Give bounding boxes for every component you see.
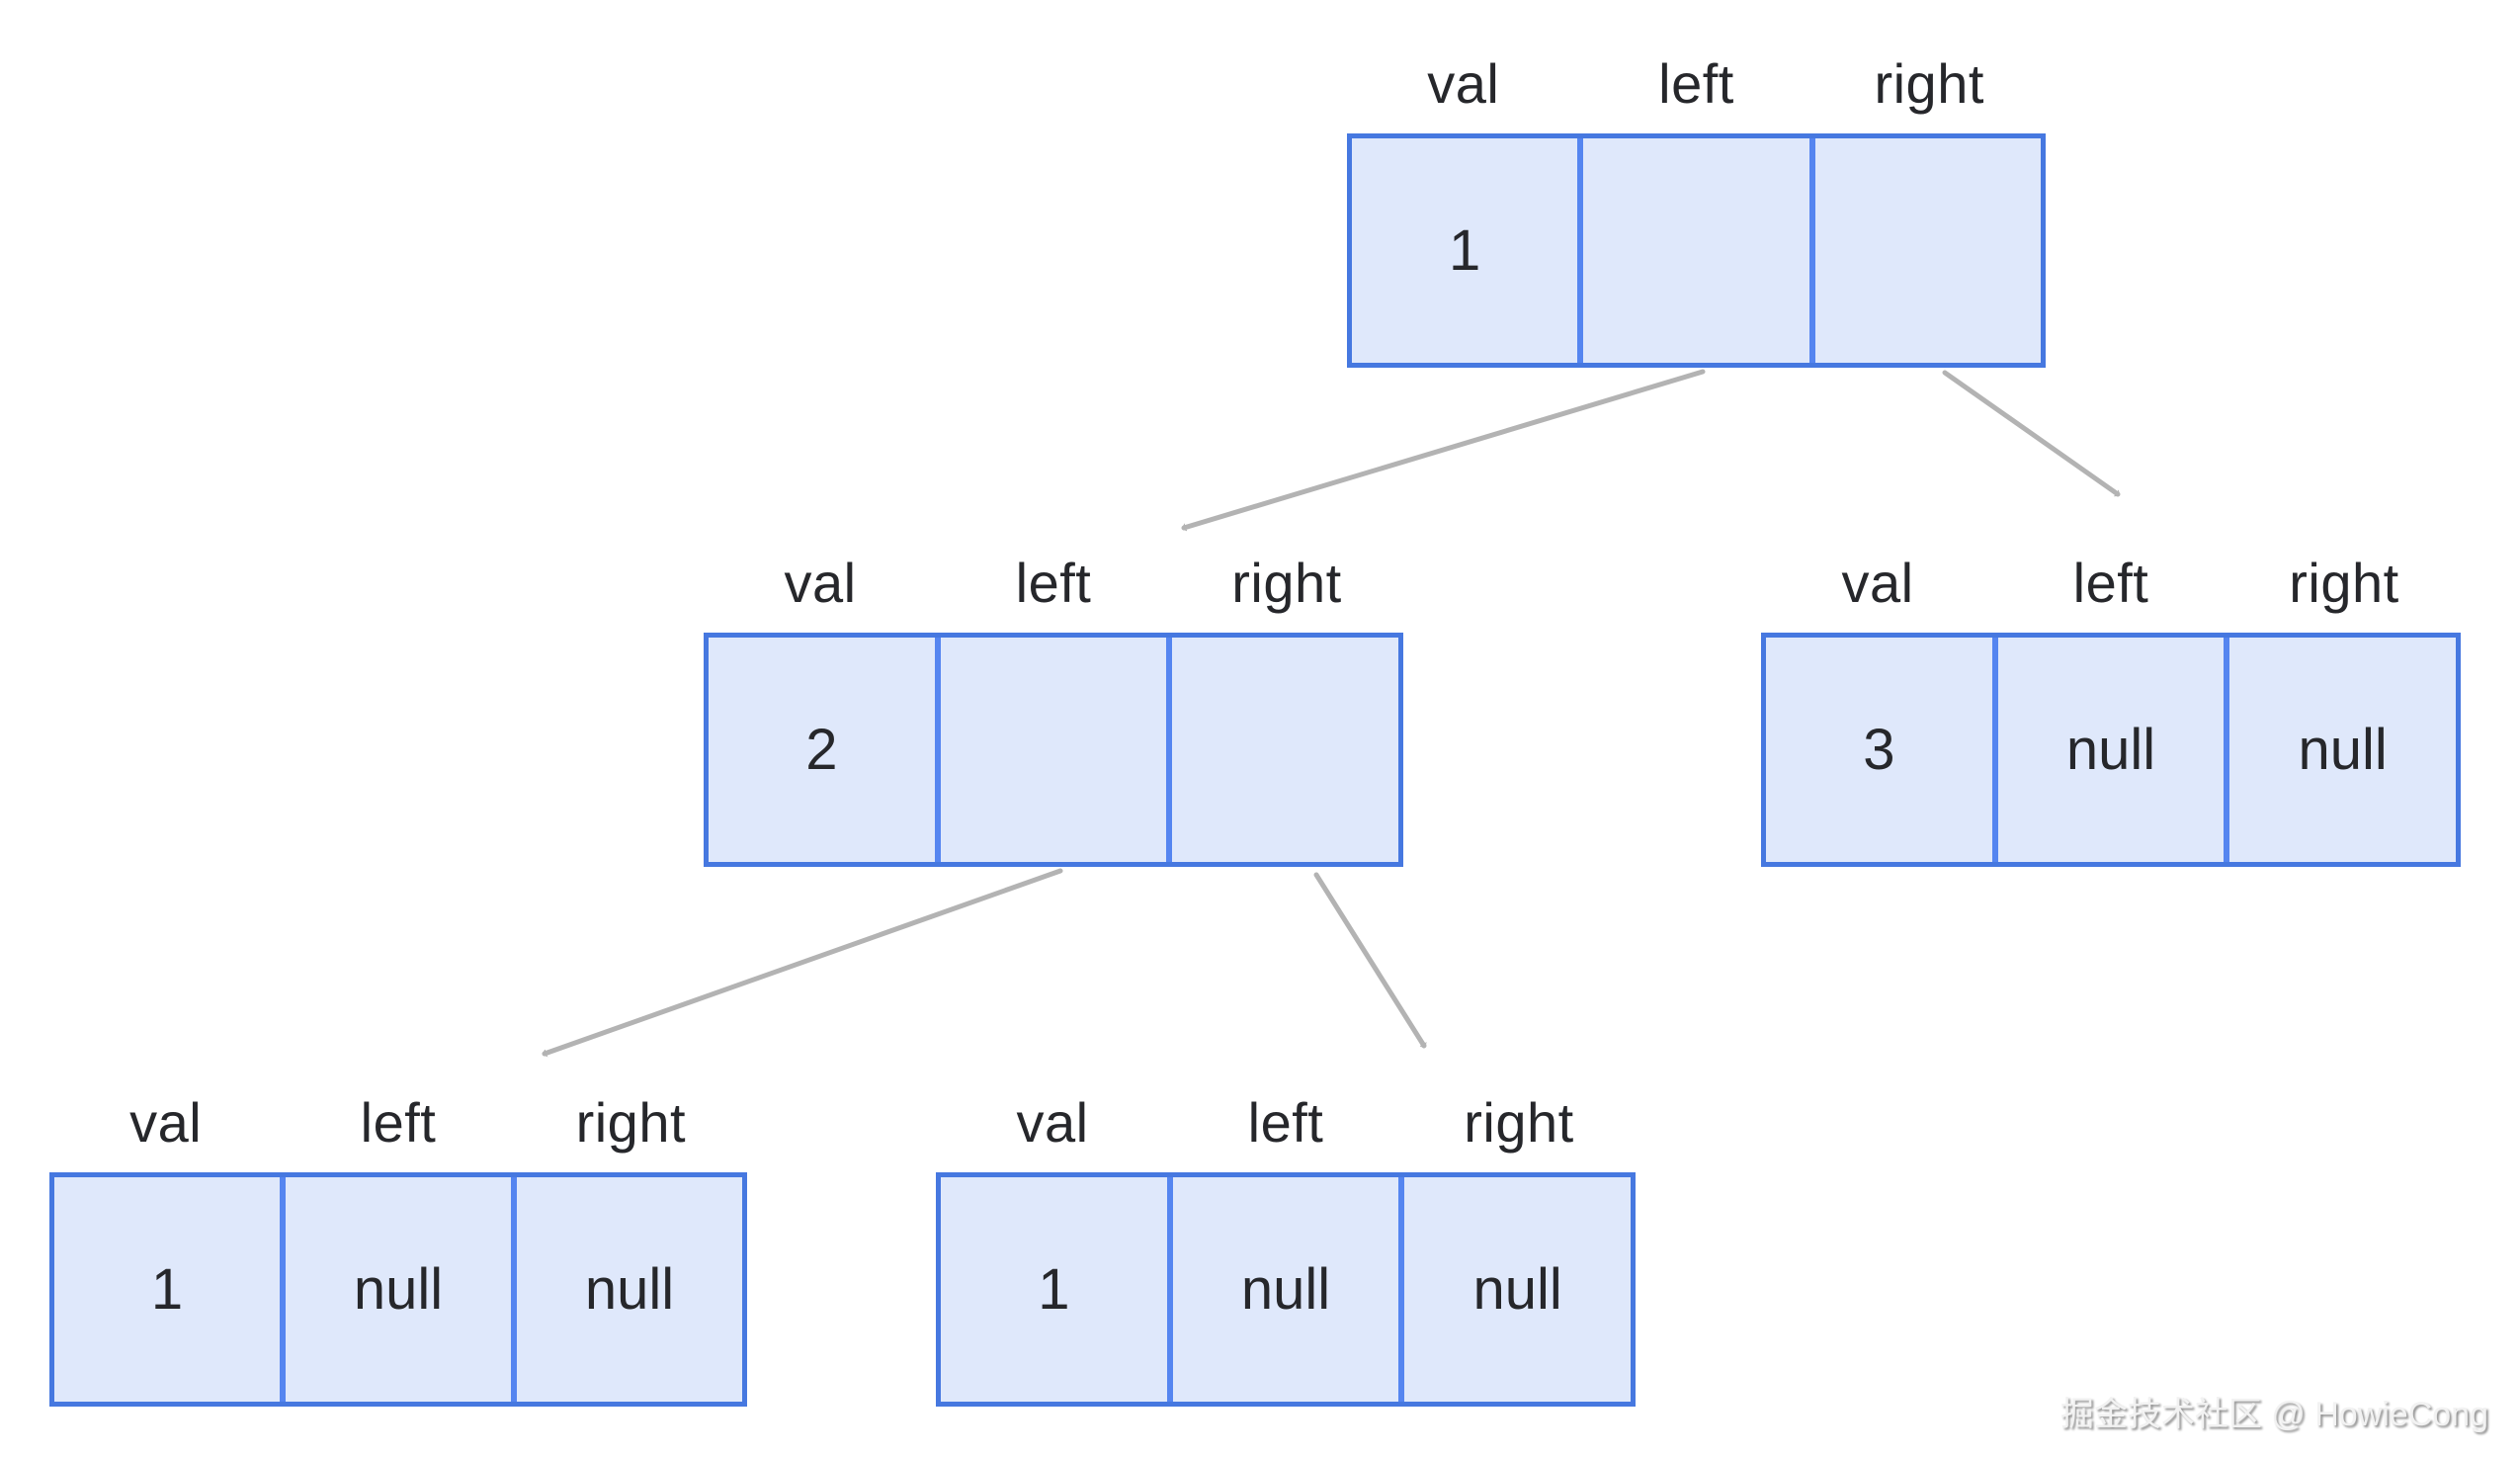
right-cell: null [511, 1177, 742, 1402]
header-val: val [784, 552, 857, 614]
header-left: left [2072, 552, 2149, 614]
right-cell: null [1398, 1177, 1631, 1402]
node-headers: val left right [1761, 556, 2461, 611]
right-cell [1166, 638, 1398, 862]
header-left: left [1658, 52, 1734, 115]
left-cell: null [1166, 1177, 1399, 1402]
node-box: 3 null null [1761, 633, 2461, 867]
tree-node-left-left-leaf: val left right 1 null null [49, 1095, 747, 1407]
right-cell: null [2224, 638, 2456, 862]
left-cell: null [1991, 638, 2225, 862]
node-headers: val left right [49, 1095, 747, 1151]
val-cell: 3 [1863, 718, 1895, 782]
node-headers: val left right [1347, 56, 2046, 112]
header-right: right [1464, 1091, 1574, 1154]
val-cell: 1 [1449, 218, 1481, 283]
left-cell [1577, 138, 1808, 363]
header-right: right [1874, 52, 1984, 115]
tree-node-root: val left right 1 [1347, 56, 2046, 368]
node-box: 1 [1347, 133, 2046, 368]
node-box: 2 [704, 633, 1403, 867]
val-cell: 1 [150, 1257, 184, 1322]
watermark: 掘金技术社区 @ HowieCong [2059, 1396, 2488, 1433]
edge-left-child-to-left-left-leaf [542, 868, 1063, 1054]
header-right: right [2289, 552, 2399, 614]
header-right: right [575, 1091, 687, 1154]
header-left: left [1015, 552, 1092, 614]
tree-node-right-child: val left right 3 null null [1761, 556, 2461, 867]
tree-node-left-child: val left right 2 [704, 556, 1403, 867]
node-headers: val left right [704, 556, 1403, 611]
right-cell [1808, 138, 2041, 363]
node-headers: val left right [936, 1095, 1636, 1151]
header-val: val [1016, 1091, 1089, 1154]
edge-left-child-to-left-right-leaf [1313, 872, 1424, 1049]
left-cell: null [280, 1177, 511, 1402]
header-val: val [129, 1091, 203, 1154]
edge-root-to-left-child [1181, 369, 1706, 528]
header-left: left [360, 1091, 437, 1154]
header-val: val [1841, 552, 1914, 614]
val-cell: 1 [1038, 1257, 1070, 1322]
edge-root-to-right-child [1942, 370, 2121, 494]
header-right: right [1231, 552, 1342, 614]
header-left: left [1247, 1091, 1324, 1154]
node-box: 1 null null [936, 1172, 1636, 1407]
left-cell [934, 638, 1167, 862]
val-cell: 2 [805, 718, 838, 782]
tree-node-left-right-leaf: val left right 1 null null [936, 1095, 1636, 1407]
node-box: 1 null null [49, 1172, 747, 1407]
header-val: val [1427, 52, 1500, 115]
